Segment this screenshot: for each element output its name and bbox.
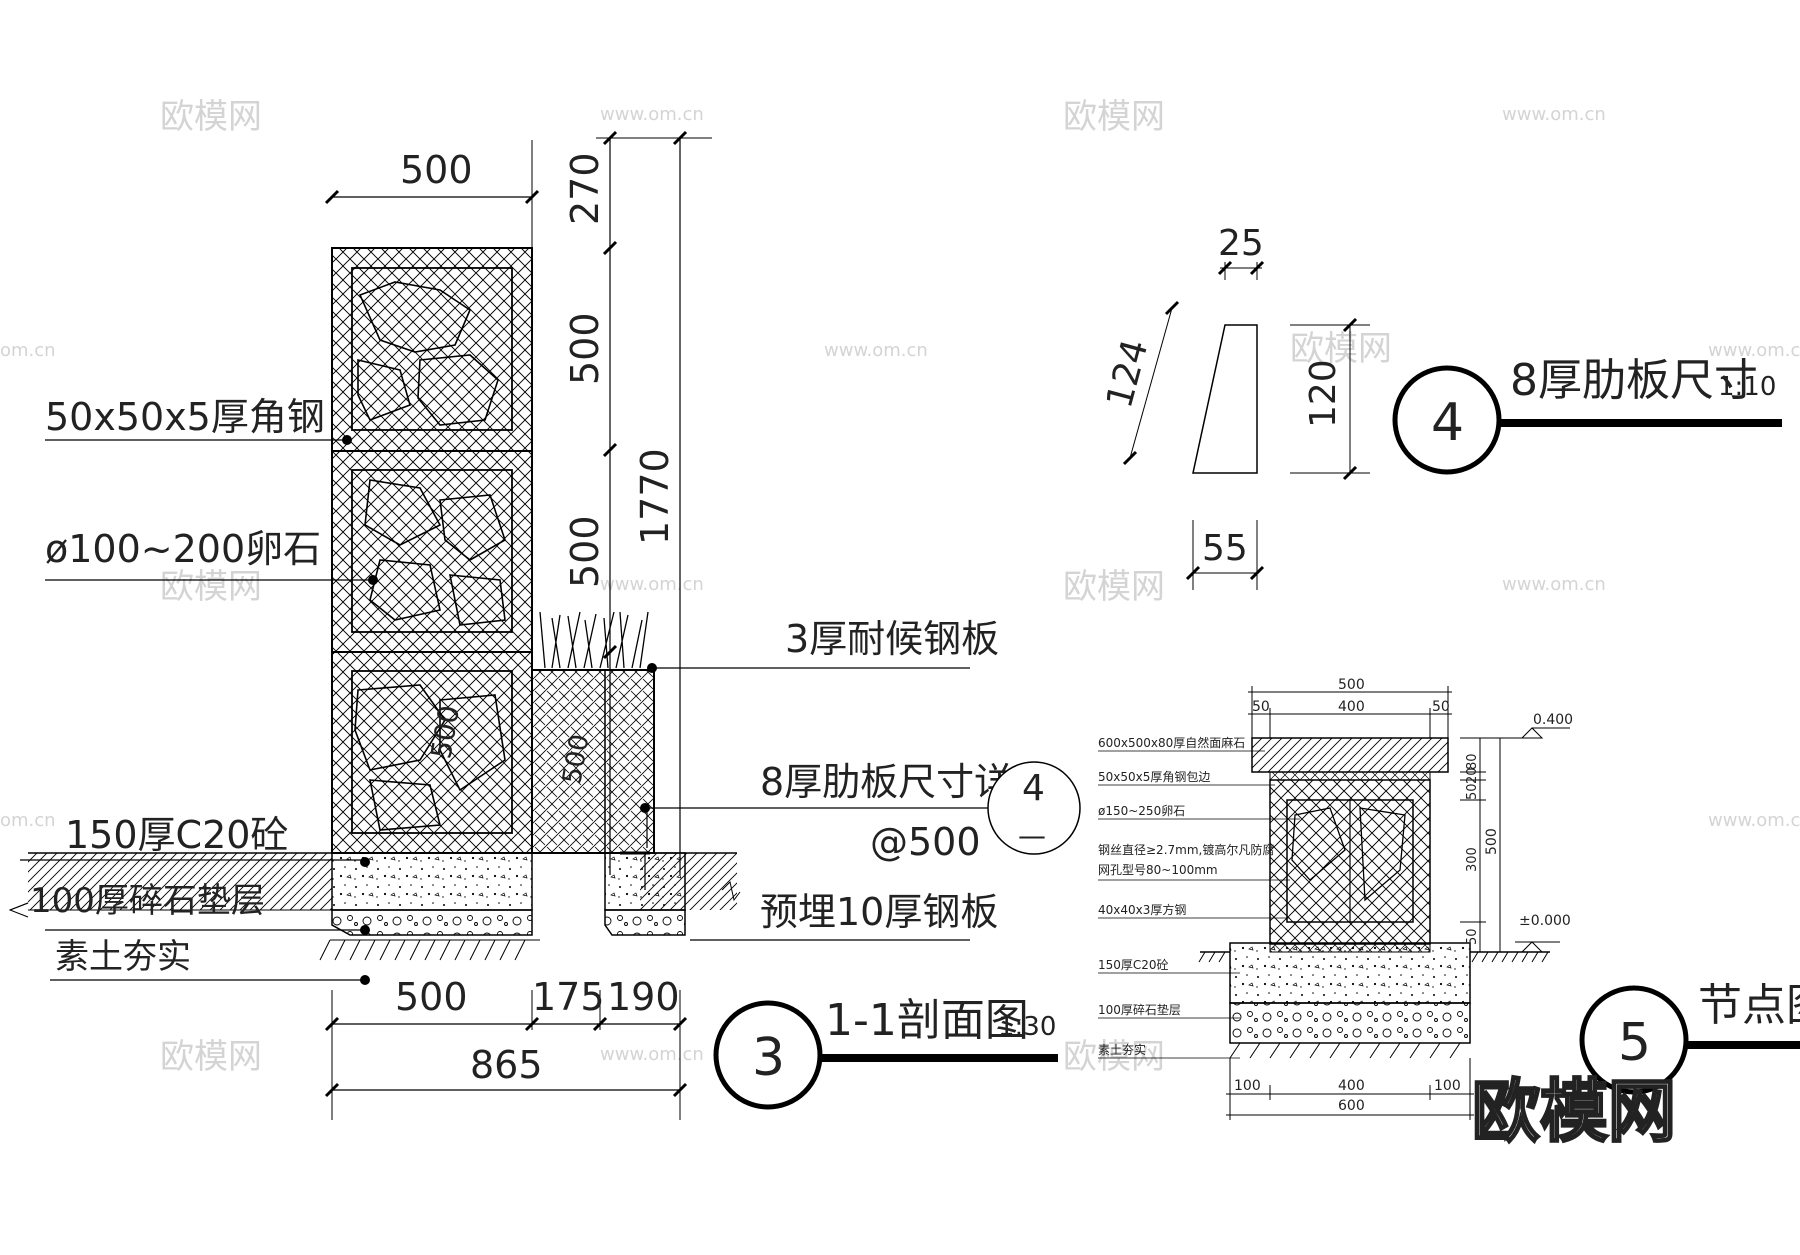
watermark-site: www.om.cn (1502, 104, 1606, 125)
node-dim-bottom-right: 100 (1434, 1078, 1461, 1094)
node-dim-80: 80 (1465, 753, 1480, 770)
node-dim-top-right: 50 (1432, 699, 1450, 715)
watermark-site: www.om.cn (600, 574, 704, 595)
title-circle (1579, 985, 1689, 1095)
node-level-top: 0.400 (1533, 712, 1573, 728)
detail-ref-circle (987, 761, 1081, 855)
watermark-brand: 欧模网 (1063, 1037, 1165, 1077)
dim-total-height: 1770 (633, 448, 677, 545)
label-corten: 3厚耐候钢板 (785, 617, 999, 661)
node-label-concrete: 150厚C20砼 (1098, 958, 1169, 972)
node-dim-300: 300 (1465, 847, 1480, 872)
grass (539, 611, 649, 669)
dim-h2: 500 (563, 312, 607, 385)
watermark-site: www.om.cn (1708, 810, 1800, 831)
watermark-site: www.om.cn (1708, 340, 1800, 361)
label-soil: 素土夯实 (55, 937, 191, 977)
node-label-wire2: 网孔型号80~100mm (1098, 863, 1218, 877)
label-concrete: 150厚C20砼 (65, 813, 288, 857)
stone-cap (1251, 737, 1449, 773)
label-angle-steel: 50x50x5厚角钢 (45, 395, 325, 439)
label-embedded: 预埋10厚钢板 (760, 890, 998, 934)
node-label-gravel: 100厚碎石垫层 (1098, 1002, 1181, 1017)
corten-planter (531, 669, 655, 854)
node-concrete (1229, 942, 1471, 1004)
label-gravel: 100厚碎石垫层 (30, 881, 265, 921)
title-text: 8厚肋板尺寸 (1510, 355, 1758, 406)
soil-hatch (319, 939, 540, 961)
watermarks: 欧模网 www.om.cn 欧模网 www.om.cn om.cn www.om… (0, 97, 1800, 1077)
watermark-site: www.om.cn (600, 104, 704, 125)
rib-detail: 25 124 120 55 4 8厚肋板尺寸 1:10 (1099, 223, 1782, 590)
watermark-site: om.cn (0, 340, 56, 361)
node-gravel (1229, 1002, 1471, 1044)
node-dim-20: 20 (1465, 767, 1480, 784)
detail-ref-dash: — (1018, 819, 1046, 852)
dim-bottom-175: 175 (532, 975, 605, 1019)
node-level-zero: ±0.000 (1519, 913, 1571, 929)
watermark-brand: 欧模网 (160, 97, 262, 137)
dim-h3: 500 (563, 515, 607, 588)
node-dim-50b: 50 (1465, 928, 1480, 945)
dim-h1: 270 (563, 152, 607, 225)
node-label-stone: 600x500x80厚自然面麻石 (1098, 735, 1245, 750)
title-num: 4 (1431, 393, 1464, 453)
ground-hatch (28, 853, 332, 910)
detail-ref-num: 4 (1022, 768, 1045, 809)
node-label-tube: 40x40x3厚方钢 (1098, 902, 1186, 917)
dim-bottom-500: 500 (395, 975, 468, 1019)
watermark-site: om.cn (0, 810, 56, 831)
title-text: 节点图 (1698, 980, 1800, 1031)
node-dim-top-total: 500 (1338, 677, 1365, 693)
title-num: 3 (752, 1028, 785, 1088)
rib-dim-top: 25 (1218, 223, 1264, 264)
watermark-site: www.om.cn (600, 1044, 704, 1065)
gravel-layer (331, 909, 533, 936)
node-dim-total: 500 (1484, 828, 1500, 855)
title-scale: 1:10 (1718, 372, 1776, 402)
watermark-brand: 欧模网 (160, 567, 262, 607)
node-dim-top-left: 50 (1252, 699, 1270, 715)
rib-dim-slant: 124 (1099, 335, 1156, 412)
label-rib: 8厚肋板尺寸详 (760, 760, 1012, 804)
title-text: 1-1剖面图 (825, 995, 1029, 1046)
node-dim-bottom-total: 600 (1338, 1098, 1365, 1114)
node-label-soil: 素土夯实 (1098, 1042, 1146, 1057)
node-dim-bottom-left: 100 (1234, 1078, 1261, 1094)
node-label-cobble: ø150~250卵石 (1098, 804, 1185, 818)
node-dim-50a: 50 (1465, 783, 1480, 800)
label-rib-spacing: @500 (870, 820, 981, 864)
title-scale: 1:30 (998, 1012, 1056, 1042)
watermark-site: www.om.cn (824, 340, 928, 361)
node-detail: 500 50 400 50 80 20 50 300 50 500 0.400 … (1098, 677, 1800, 1120)
cobble-stones (354, 281, 506, 831)
dim-top-width: 500 (400, 148, 473, 192)
watermark-brand: 欧模网 (1290, 329, 1392, 369)
dim-bottom-total: 865 (470, 1043, 543, 1087)
watermark-site: www.om.cn (1502, 574, 1606, 595)
rib-dim-height: 120 (1303, 359, 1344, 428)
node-label-wire1: 钢丝直径≥2.7mm,镀高尔凡防腐 (1098, 842, 1274, 857)
rib-plate (1192, 324, 1258, 474)
watermark-brand: 欧模网 (1063, 97, 1165, 137)
node-label-angle: 50x50x5厚角钢包边 (1098, 770, 1210, 784)
node-dim-bottom-mid: 400 (1338, 1078, 1365, 1094)
brand-watermark: 欧模网 (1472, 1073, 1676, 1152)
watermark-brand: 欧模网 (1063, 567, 1165, 607)
watermark-brand: 欧模网 (160, 1037, 262, 1077)
section-1-1: 500 500 500 (8, 130, 1081, 1120)
rib-dim-bottom: 55 (1202, 528, 1248, 569)
label-cobble: ø100~200卵石 (45, 527, 321, 571)
node-dim-top-mid: 400 (1338, 699, 1365, 715)
title-num: 5 (1618, 1013, 1651, 1073)
dim-bottom-190: 190 (607, 975, 680, 1019)
